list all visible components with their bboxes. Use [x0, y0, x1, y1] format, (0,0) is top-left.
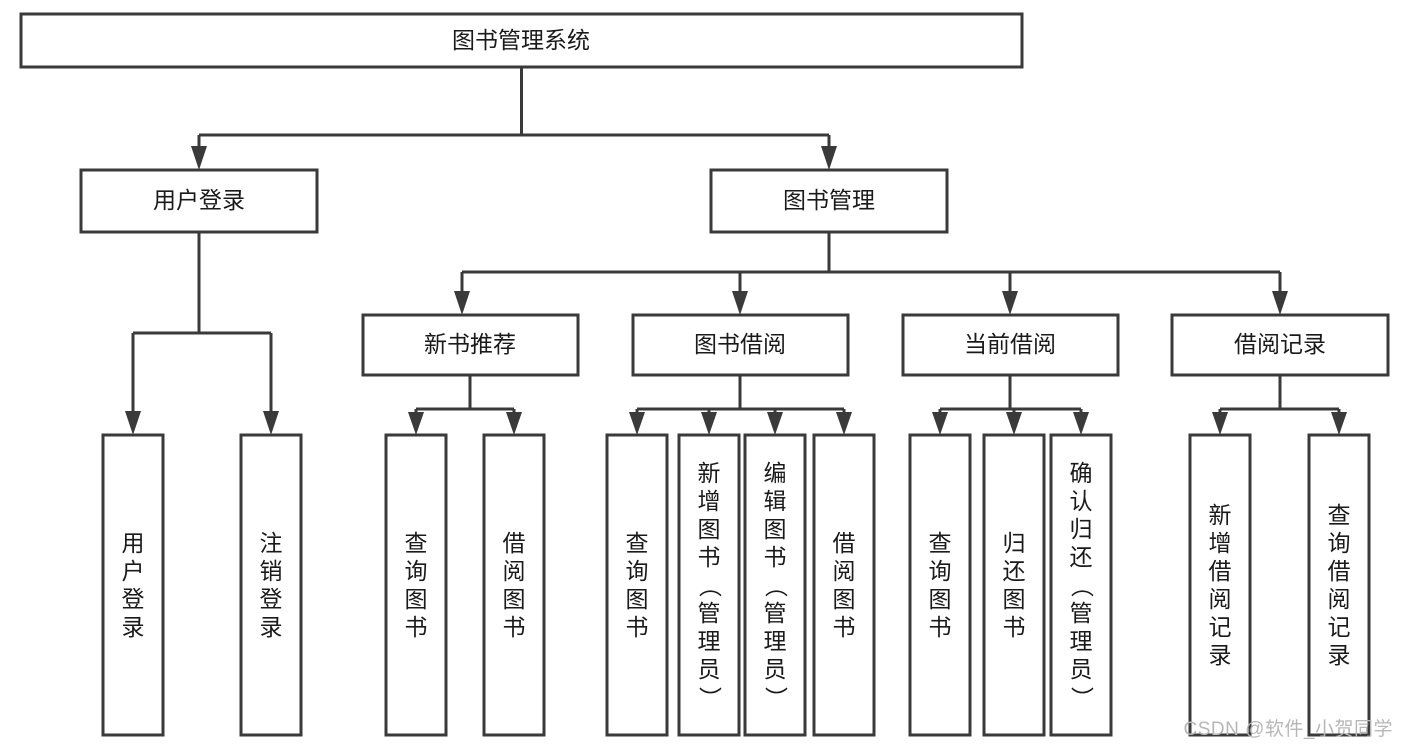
vertical-bracket-glyph: ） — [697, 686, 723, 709]
leaf-edit-book-admin[interactable]: 编辑图书管理员 （ ） — [743, 433, 807, 737]
arrow-bm-to-current — [1002, 291, 1018, 315]
vertical-bracket-glyph: ） — [763, 686, 789, 709]
leaf-search-borrow-record[interactable]: 查询借阅记录 — [1307, 433, 1371, 737]
node-borrow-record-label: 借阅记录 — [1234, 331, 1326, 357]
leaf-logout-label: 注销登录 — [260, 530, 283, 640]
leaf-search-borrow-record-label: 查询借阅记录 — [1328, 502, 1351, 668]
node-book-borrow-box[interactable] — [631, 313, 850, 377]
node-book-management-label: 图书管理 — [783, 187, 875, 213]
leaf-borrow-book-newbook-box[interactable] — [482, 433, 546, 737]
leaf-return-book[interactable]: 归还图书 — [982, 433, 1046, 737]
arrow-newbook-leaf2 — [506, 412, 522, 435]
arrow-borrow-leaf2 — [701, 412, 717, 435]
arrow-login-leaf1 — [125, 411, 141, 435]
arrow-bm-to-borrow — [732, 291, 748, 315]
csdn-watermark: CSDN @软件_小贺同学 — [1183, 719, 1393, 740]
leaf-edit-book-admin-box[interactable] — [743, 433, 807, 737]
arrow-bm-to-newbook — [454, 291, 470, 315]
leaf-logout[interactable]: 注销登录 — [239, 433, 303, 737]
node-user-login-box[interactable] — [79, 168, 319, 234]
leaf-search-book-borrow-box[interactable] — [605, 433, 669, 737]
leaf-borrow-book-newbook-label: 借阅图书 — [503, 530, 526, 640]
leaf-borrow-book-label: 借阅图书 — [833, 530, 856, 640]
node-book-borrow-label: 图书借阅 — [694, 331, 786, 357]
arrow-current-leaf3 — [1073, 412, 1089, 435]
arrow-record-leaf1 — [1212, 412, 1228, 435]
leaf-search-book-current-label: 查询图书 — [929, 530, 952, 640]
node-new-book-recommend[interactable]: 新书推荐 — [361, 313, 580, 377]
arrow-root-to-bookmgmt — [821, 146, 837, 170]
leaf-search-book-borrow-label: 查询图书 — [626, 530, 649, 640]
leaf-borrow-book[interactable]: 借阅图书 — [812, 433, 876, 737]
leaf-logout-box[interactable] — [239, 433, 303, 737]
arrow-root-to-login — [191, 146, 207, 170]
connector-layer — [125, 67, 1347, 435]
leaf-borrow-book-newbook[interactable]: 借阅图书 — [482, 433, 546, 737]
arrow-bm-to-record — [1272, 291, 1288, 315]
node-user-login[interactable]: 用户登录 — [79, 168, 319, 234]
vertical-bracket-glyph: （ — [697, 574, 723, 597]
leaf-search-book-newbook-box[interactable] — [384, 433, 448, 737]
leaf-search-borrow-record-box[interactable] — [1307, 433, 1371, 737]
vertical-bracket-glyph: （ — [763, 574, 789, 597]
arrow-borrow-leaf4 — [836, 412, 852, 435]
leaf-edit-book-admin-label: 编辑图书管理员 — [764, 460, 787, 682]
leaf-return-book-label: 归还图书 — [1003, 530, 1026, 640]
leaf-search-book-newbook-label: 查询图书 — [405, 530, 428, 640]
leaf-add-book-admin-box[interactable] — [677, 433, 741, 737]
arrow-borrow-leaf3 — [767, 412, 783, 435]
leaf-search-book-current-box[interactable] — [908, 433, 972, 737]
node-user-login-label: 用户登录 — [153, 187, 245, 213]
leaf-add-borrow-record-label: 新增借阅记录 — [1209, 502, 1232, 668]
arrow-current-leaf2 — [1006, 412, 1022, 435]
node-root-box[interactable] — [19, 12, 1024, 69]
node-current-borrow-label: 当前借阅 — [964, 331, 1056, 357]
arrow-current-leaf1 — [932, 412, 948, 435]
node-new-book-recommend-box[interactable] — [361, 313, 580, 377]
leaf-borrow-book-box[interactable] — [812, 433, 876, 737]
arrow-record-leaf2 — [1331, 412, 1347, 435]
leaf-add-book-admin[interactable]: 新增图书管理员 （ ） — [677, 433, 741, 737]
arrow-borrow-leaf1 — [629, 412, 645, 435]
leaf-search-book-current[interactable]: 查询图书 — [908, 433, 972, 737]
leaf-add-book-admin-label: 新增图书管理员 — [698, 460, 721, 682]
leaf-search-book-newbook[interactable]: 查询图书 — [384, 433, 448, 737]
node-book-management-box[interactable] — [709, 168, 949, 234]
arrow-newbook-leaf1 — [408, 412, 424, 435]
node-current-borrow[interactable]: 当前借阅 — [901, 313, 1120, 377]
node-book-management[interactable]: 图书管理 — [709, 168, 949, 234]
leaf-user-login[interactable]: 用户登录 — [101, 433, 165, 737]
arrow-login-leaf2 — [263, 411, 279, 435]
leaf-user-login-box[interactable] — [101, 433, 165, 737]
leaf-return-book-box[interactable] — [982, 433, 1046, 737]
node-borrow-record[interactable]: 借阅记录 — [1170, 313, 1390, 377]
node-root[interactable]: 图书管理系统 — [19, 12, 1024, 69]
vertical-bracket-glyph: ） — [1069, 686, 1095, 709]
leaf-add-borrow-record[interactable]: 新增借阅记录 — [1188, 433, 1252, 737]
leaf-search-book-borrow[interactable]: 查询图书 — [605, 433, 669, 737]
node-current-borrow-box[interactable] — [901, 313, 1120, 377]
leaf-confirm-return-admin-box[interactable] — [1049, 433, 1113, 737]
node-root-label: 图书管理系统 — [452, 27, 590, 53]
leaf-user-login-label: 用户登录 — [122, 530, 145, 640]
leaf-confirm-return-admin-label: 确认归还管理员 — [1070, 460, 1093, 682]
vertical-bracket-glyph: （ — [1069, 574, 1095, 597]
node-borrow-record-box[interactable] — [1170, 313, 1390, 377]
node-book-borrow[interactable]: 图书借阅 — [631, 313, 850, 377]
node-new-book-recommend-label: 新书推荐 — [424, 331, 516, 357]
leaf-confirm-return-admin[interactable]: 确认归还管理员 （ ） — [1049, 433, 1113, 737]
leaf-add-borrow-record-box[interactable] — [1188, 433, 1252, 737]
